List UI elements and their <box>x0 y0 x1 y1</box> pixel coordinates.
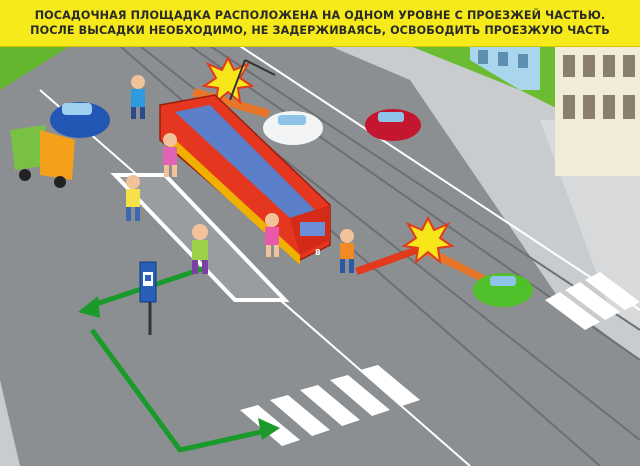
caption-line-1: ПОСАДОЧНАЯ ПЛОЩАДКА РАСПОЛОЖЕНА НА ОДНОМ… <box>34 9 606 22</box>
pedestrian-child-6 <box>340 229 354 273</box>
safe-arrow-head-left <box>78 296 100 318</box>
collision-burst-icon <box>401 215 455 265</box>
bus-stop-sign-icon <box>139 261 157 335</box>
pedestrian-child-1 <box>131 75 145 119</box>
crosswalk-right <box>545 272 640 330</box>
pedestrian-child-4 <box>192 224 208 274</box>
car-green <box>473 273 533 307</box>
caption-banner: ПОСАДОЧНАЯ ПЛОЩАДКА РАСПОЛОЖЕНА НА ОДНОМ… <box>0 0 640 47</box>
car-white <box>263 111 323 145</box>
sidewalk-left <box>0 380 20 466</box>
danger-arrow-right <box>355 245 422 275</box>
car-red <box>365 109 421 141</box>
pedestrian-child-5 <box>265 213 279 257</box>
safe-arrow-head-right <box>258 418 280 440</box>
pedestrian-child-3 <box>126 175 140 221</box>
building-left <box>470 46 540 90</box>
grass-left <box>0 46 70 90</box>
pedestrian-child-2 <box>163 133 177 177</box>
truck-yellow <box>10 125 75 188</box>
caption-line-2: ПОСЛЕ ВЫСАДКИ НЕОБХОДИМО, НЕ ЗАДЕРЖИВАЯС… <box>30 24 610 37</box>
car-blue-left <box>50 102 110 138</box>
collision-burst-icon <box>201 55 255 105</box>
tram-route-number: 8 <box>315 248 321 257</box>
building-right <box>555 46 640 176</box>
